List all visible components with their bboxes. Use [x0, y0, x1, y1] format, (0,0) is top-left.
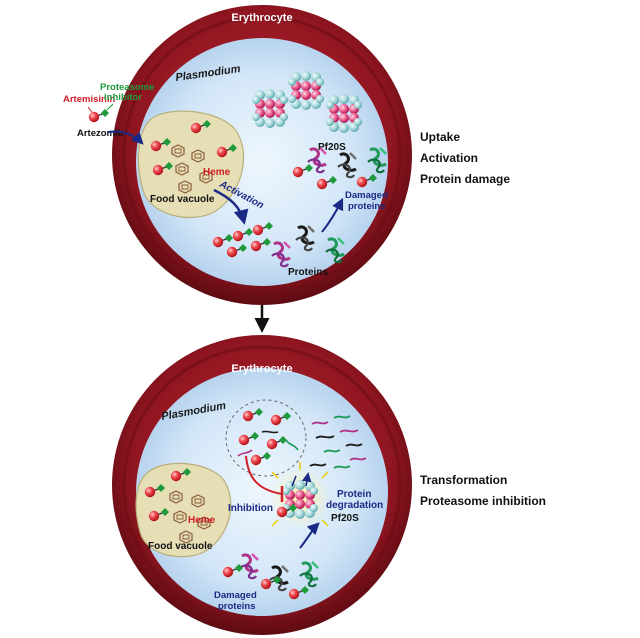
bottom-panel: Erythrocyte Plasmodium Heme Food vacuole — [112, 335, 412, 635]
uptake-arrow — [107, 130, 144, 145]
side-label-protein-damage: Protein damage — [420, 172, 511, 186]
top-panel: Erythrocyte Plasmodium Heme Food vacuole… — [63, 5, 412, 305]
top-side-labels: Uptake Activation Protein damage — [420, 127, 510, 190]
top-heme-label: Heme — [203, 167, 231, 178]
activated-drug-cluster — [225, 399, 307, 477]
artezomib-label: Artezomib — [77, 128, 124, 139]
artezomib-molecule — [88, 108, 110, 123]
proteasome-inhibitor-label-line2: inhibitor — [104, 92, 142, 103]
top-food-vacuole-label: Food vacuole — [150, 194, 215, 205]
bottom-erythrocyte-label: Erythrocyte — [231, 363, 292, 375]
top-pf20s-label: Pf20S — [318, 142, 346, 153]
top-damaged-proteins-label-line2: proteins — [348, 201, 385, 212]
bottom-food-vacuole-label: Food vacuole — [148, 541, 213, 552]
top-erythrocyte-label: Erythrocyte — [231, 12, 292, 24]
bottom-damaged-proteins-label-line2: proteins — [218, 601, 255, 612]
bottom-damaged-proteins-label-line1: Damaged — [214, 590, 257, 601]
proteasome-inhibitor-label-line1: Proteasome — [100, 82, 154, 93]
inhibition-label: Inhibition — [228, 503, 273, 514]
side-label-uptake: Uptake — [420, 130, 461, 144]
proteins-label: Proteins — [288, 267, 328, 278]
to-proteasome-arrow — [299, 522, 320, 549]
artemisinin-label: Artemisinin — [63, 94, 115, 105]
peptide-fragments — [309, 415, 367, 469]
side-label-activation: Activation — [420, 151, 479, 165]
bottom-heme-label: Heme — [188, 515, 216, 526]
protein-degradation-label-line1: Protein — [337, 489, 371, 500]
side-label-transformation: Transformation — [420, 473, 508, 487]
top-damaged-proteins-label-line1: Damaged — [345, 190, 388, 201]
activation-arrow — [213, 188, 249, 225]
damage-arrow — [321, 197, 344, 233]
top-plasmodium-cell — [136, 38, 388, 286]
degradation-arrows — [291, 474, 308, 487]
side-label-proteasome-inhibition: Proteasome inhibition — [420, 494, 547, 508]
bottom-side-labels: Transformation Proteasome inhibition — [420, 470, 546, 512]
bottom-pf20s-label: Pf20S — [331, 513, 359, 524]
protein-degradation-label-line2: degradation — [326, 500, 383, 511]
inhibition-line — [245, 455, 283, 495]
